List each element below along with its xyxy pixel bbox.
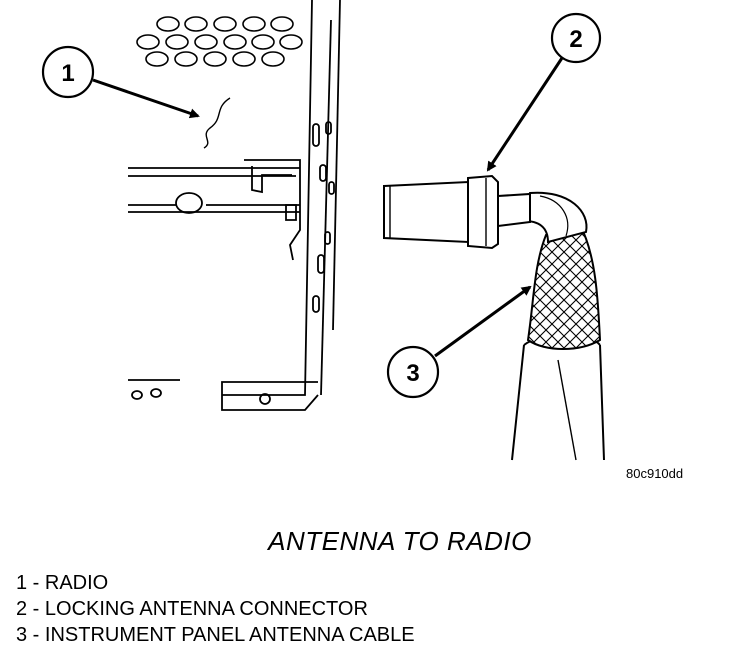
legend-item-locking-antenna-connector: 2 - LOCKING ANTENNA CONNECTOR (16, 598, 368, 620)
antenna-radio-illustration: 1 2 3 (41, 0, 605, 461)
radio-vent-holes (136, 16, 303, 67)
legend: 1 - RADIO 2 - LOCKING ANTENNA CONNECTOR … (16, 570, 415, 648)
figure-id: 80c910dd (626, 466, 684, 481)
callout-2: 2 (486, 12, 602, 172)
callout-2-label: 2 (569, 26, 582, 53)
callout-1-label: 1 (61, 60, 74, 87)
antenna-cable-assembly (383, 174, 605, 461)
legend-item-instrument-panel-antenna-cable: 3 - INSTRUMENT PANEL ANTENNA CABLE (16, 624, 415, 646)
callout-3: 3 (386, 285, 532, 399)
radio-housing (128, 0, 341, 411)
callout-3-label: 3 (406, 360, 419, 387)
figure-caption: ANTENNA TO RADIO (268, 526, 532, 556)
legend-item-radio: 1 - RADIO (16, 572, 109, 594)
callout-1: 1 (41, 45, 200, 119)
